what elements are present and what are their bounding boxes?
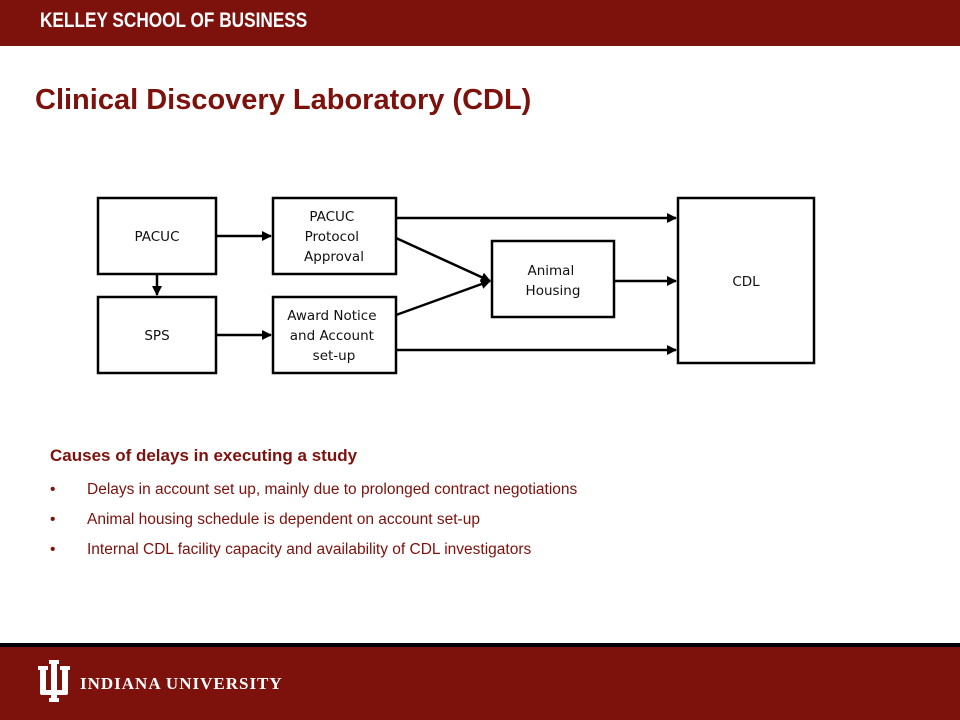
footer-bar [0, 647, 960, 720]
node-pacuc-label: PACUC [134, 229, 179, 245]
causes-heading: Causes of delays in executing a study [50, 446, 358, 465]
arrow-award-to-housing [395, 279, 491, 317]
node-award-box [271, 295, 398, 375]
iu-trident-logo-icon [38, 660, 70, 702]
node-housing-box [490, 239, 616, 319]
bullet-icon: • [50, 511, 56, 528]
node-housing-label: Animal Housing [526, 263, 581, 299]
node-cdl-label: CDL [732, 274, 760, 290]
node-award-label: Award Notice and Account set-up [287, 308, 381, 364]
list-item-text: Internal CDL facility capacity and avail… [87, 541, 532, 558]
node-cdl-box [676, 196, 816, 365]
node-protocol-box [271, 196, 398, 276]
arrow-protocol-to-housing [395, 236, 491, 283]
list-item-text: Animal housing schedule is dependent on … [87, 511, 480, 528]
node-protocol-label: PACUC Protocol Approval [304, 209, 364, 265]
node-sps-label: SPS [144, 328, 169, 344]
header-bar: KELLEY SCHOOL OF BUSINESS [0, 0, 960, 46]
list-item-text: Delays in account set up, mainly due to … [87, 481, 578, 498]
node-sps-box [96, 295, 218, 375]
university-name: INDIANA UNIVERSITY [80, 674, 283, 693]
slide-title: Clinical Discovery Laboratory (CDL) [35, 84, 532, 116]
bullet-icon: • [50, 481, 56, 498]
footer-divider [0, 643, 960, 647]
school-name: KELLEY SCHOOL OF BUSINESS [40, 9, 308, 32]
bullet-icon: • [50, 541, 56, 558]
